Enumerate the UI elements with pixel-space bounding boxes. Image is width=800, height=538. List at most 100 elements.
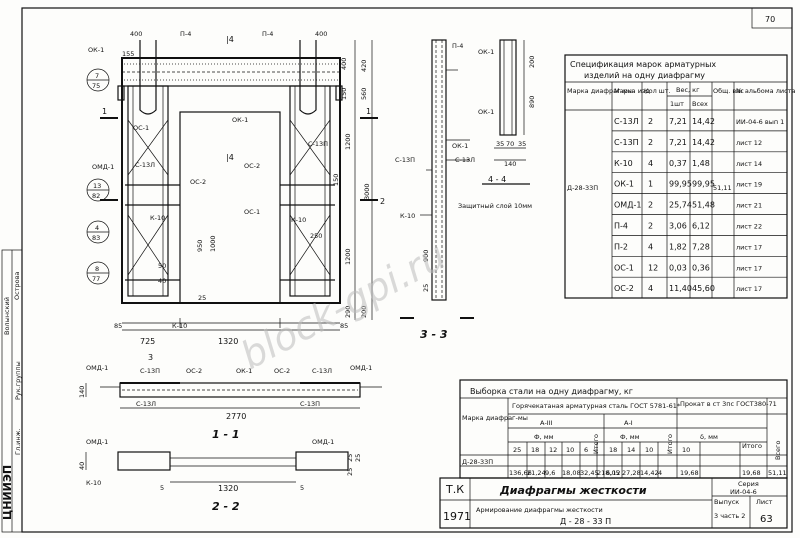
lbl-os1-a: ОС-1 (133, 124, 149, 132)
spec-cell-total: 0,36 (692, 263, 710, 272)
section-2-2: ОМД-1 ОМД-1 К-10 40 25 25 25 5 5 1320 2 … (78, 438, 362, 513)
spec-cell-ref: лист 14 (736, 160, 762, 168)
lbl-sec-14b: |4 (226, 153, 234, 162)
lbl-p4-right: П-4 (262, 30, 273, 38)
spec-cell-mark: П-4 (614, 222, 628, 231)
s11-os2b: ОС-2 (274, 367, 290, 375)
dim-85-r: 85 (340, 322, 348, 330)
spec-cell-mark: С-13Л (614, 117, 639, 126)
spec-cell-total: 51,48 (692, 201, 715, 210)
steel-thick: δ, мм (700, 433, 718, 441)
lbl-os2-l: ОС-2 (190, 178, 206, 186)
bubble-75: 75 (92, 82, 100, 90)
s33-d200: 200 (528, 56, 536, 68)
steel-dia2-val: 14 (627, 446, 635, 454)
s22-d40: 40 (78, 462, 86, 470)
bubble-77: 77 (92, 275, 100, 283)
spec-title1: Спецификация марок арматурных (570, 60, 716, 69)
side-stamp-role2: Рук.группы (14, 361, 22, 400)
steel-val2: 19,68 (680, 469, 699, 477)
spec-cell-mark: ОК-1 (614, 180, 634, 189)
steel-vsego: Всего (774, 441, 782, 460)
side-stamp-org: ЦНИИЭП (1, 465, 14, 520)
lbl-dim-1b: 1 (366, 107, 371, 116)
s33-d35: 35 (496, 140, 504, 148)
spec-cell-total: 14,42 (692, 117, 715, 126)
sheet-number-box (751, 7, 793, 29)
lbl-omd1: ОМД-1 (92, 163, 114, 171)
spec-hdr-item: Марка изд (614, 87, 650, 95)
steel-val2: 14,42 (640, 469, 659, 477)
tb-sheet: 63 (760, 514, 773, 525)
spec-cell-total: 7,28 (692, 242, 710, 251)
rdim-400: 400 (340, 58, 348, 70)
bubble-7: 7 (95, 72, 99, 80)
s22-d25: 25 (346, 454, 354, 462)
dim-1320: 1320 (218, 337, 238, 346)
spec-cell-unit: 99,95 (669, 180, 692, 189)
spec-cell-total: 14,42 (692, 138, 715, 147)
section-1-1: ОМД-1 ОМД-1 С-13П ОС-2 ОК-1 ОС-2 С-13Л С… (78, 364, 382, 441)
s33-ok1: ОК-1 (478, 48, 494, 56)
spec-cell-total: 6,12 (692, 222, 710, 231)
sec-2: 2 (380, 197, 385, 206)
spec-cell-ref: лист 17 (736, 243, 762, 251)
s33-c13p: С-13П (395, 156, 415, 164)
s33-sec44: 4 - 4 (488, 175, 506, 184)
s22-omd-r: ОМД-1 (312, 438, 334, 446)
tb-year: 1971 (443, 510, 471, 523)
spec-cell-mark: ОС-1 (614, 263, 634, 272)
s22-d25b: 25 (354, 454, 362, 462)
tb-mark: Д - 28 - 33 П (560, 517, 611, 526)
lbl-k10-b: К-10 (291, 216, 306, 224)
bubble-82: 82 (92, 192, 100, 200)
steel-val2: 6,12 (606, 469, 620, 477)
lbl-c13p: С-13П (308, 140, 328, 148)
sec-3: 3 (148, 353, 153, 362)
steel-itogo1: Итого (592, 434, 600, 454)
s22-title: 2 - 2 (212, 500, 240, 513)
side-stamp-role1: Гл.инж. (14, 428, 22, 455)
steel-dia1-val: 6 (584, 446, 588, 454)
steel-dia1-val: 25 (513, 446, 521, 454)
spec-cell-ref: лист 17 (736, 264, 762, 272)
rdim-200: 200 (360, 306, 368, 318)
spec-cell-ref: лист 12 (736, 139, 762, 147)
s33-k10: К-10 (400, 212, 415, 220)
bubble-83: 83 (92, 234, 100, 242)
s33-d70: 70 (506, 140, 514, 148)
lbl-dim-400-r: 400 (315, 30, 327, 38)
steel-val1: 136,66 (509, 469, 532, 477)
main-elevation: ОК-1 400 400 П-4 П-4 155 |4 |4 1 1 ОК-1 … (86, 30, 385, 362)
spec-cell-qty: 4 (648, 242, 653, 251)
tb-series-label: Серия (738, 480, 759, 488)
s33-d25: 25 (422, 284, 430, 292)
spec-hdr-diaphragm: Марка диафраг-мы (567, 87, 633, 95)
spec-diaphragm-mark: Д-28-33П (567, 184, 598, 192)
steel-dia2: Ф, мм (620, 433, 640, 441)
steel-val1: 18,08 (562, 469, 581, 477)
rdim-1200: 1200 (344, 133, 352, 150)
s11-title: 1 - 1 (212, 428, 240, 441)
steel-val3: 19,68 (742, 469, 761, 477)
tb-issue: 3 часть 2 (714, 512, 745, 520)
title-block: Т.К 1971 Диафрагмы жесткости Армирование… (439, 477, 788, 529)
s33-prot: Защитный слой 10мм (458, 202, 532, 210)
dim-725: 725 (140, 337, 155, 346)
steel-val1: 21,24 (527, 469, 546, 477)
s11-c13p: С-13П (140, 367, 160, 375)
spec-cell-mark: П-2 (614, 242, 628, 251)
spec-cell-ref: лист 19 (736, 181, 762, 189)
s33-ok1c: ОК-1 (452, 142, 468, 150)
section-3-3: П-4 ОК-1 ОК-1 ОК-1 С-13П С-13Л К-10 200 … (395, 39, 536, 341)
spec-cell-unit: 25,74 (669, 201, 692, 210)
s33-c13l: С-13Л (455, 156, 475, 164)
s33-ok1b: ОК-1 (478, 108, 494, 116)
bubble-4: 4 (95, 224, 99, 232)
rdim-560: 560 (360, 88, 368, 100)
lbl-os2-r: ОС-2 (244, 162, 260, 170)
s22-k10: К-10 (86, 479, 101, 487)
tb-subtitle: Армирование диафрагмы жесткости (476, 506, 603, 514)
sheet-number: 70 (765, 15, 775, 24)
